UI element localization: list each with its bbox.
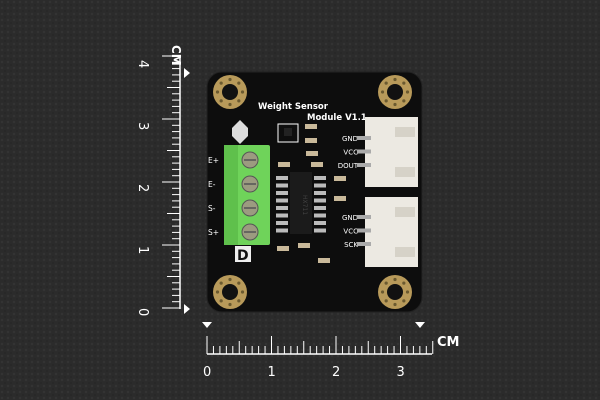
smd-pad (276, 183, 288, 188)
connector-pin (357, 136, 371, 140)
smd-pad (276, 213, 288, 218)
connector-pin (357, 149, 371, 154)
horizontal-ruler-label: 2 (332, 365, 340, 380)
smd-component (306, 151, 318, 156)
vertical-ruler-label: 1 (135, 246, 150, 254)
smd-component (305, 138, 317, 143)
smd-pad (314, 206, 326, 210)
transistor-outline (277, 123, 299, 143)
smd-component (278, 162, 290, 167)
smd-component (298, 243, 310, 248)
vertical-ruler-label: 0 (135, 308, 150, 316)
smd-component (334, 176, 346, 181)
terminal-label: E+ (208, 156, 219, 165)
vertical-ruler-marker-top (184, 68, 190, 78)
horizontal-ruler-unit: CM (437, 335, 459, 350)
vertical-ruler-label: 3 (135, 122, 150, 130)
terminal-label: S- (208, 204, 216, 213)
smd-pad (276, 198, 288, 203)
connector-pin-label: VCC (343, 228, 358, 236)
connector-pin (357, 228, 371, 233)
smd-pad (276, 228, 288, 233)
connector-pin-label: SCK (344, 241, 358, 249)
smd-pad (276, 176, 288, 180)
smd-component (305, 124, 317, 129)
horizontal-ruler: CM 0 1 2 3 (202, 322, 459, 380)
chip-text: HX711 (301, 195, 308, 215)
hx711-chip (290, 172, 312, 234)
logo-icon (232, 120, 248, 144)
smd-pad (276, 221, 288, 225)
marker-label: D (237, 248, 249, 264)
connector-pin-label: GND (342, 214, 358, 222)
smd-pad (314, 221, 326, 225)
smd-component (334, 196, 346, 201)
marker-box (235, 246, 251, 262)
weight-sensor-board: Weight Sensor Module V1.1 E+ E- S- S+ D HX7… (206, 71, 423, 313)
vertical-ruler-marker-bottom (184, 304, 190, 314)
smd-pad (314, 183, 326, 188)
smd-component (318, 258, 330, 263)
smd-pad (314, 191, 326, 195)
connector-pin (357, 215, 371, 219)
board-title-line2: Module V1.1 (307, 113, 367, 123)
smd-pad (314, 176, 326, 180)
horizontal-ruler-label: 1 (268, 365, 276, 380)
connector-pin (357, 163, 371, 167)
connector-pin (357, 242, 371, 246)
horizontal-ruler-marker-right (415, 322, 425, 328)
smd-component (277, 246, 289, 251)
connector-pin-label: VCC (343, 149, 358, 157)
horizontal-ruler-label: 3 (397, 365, 405, 380)
smd-pad (314, 228, 326, 233)
smd-pad (314, 198, 326, 203)
board-title-line1: Weight Sensor (258, 102, 329, 112)
smd-pad (314, 213, 326, 218)
connector-pin-label: GND (342, 135, 358, 143)
terminal-label: S+ (208, 228, 219, 237)
vertical-ruler-label: 2 (135, 184, 150, 192)
smd-component (311, 162, 323, 167)
horizontal-ruler-marker-left (202, 322, 212, 328)
transistor (284, 128, 292, 136)
smd-pad (276, 206, 288, 210)
horizontal-ruler-label: 0 (203, 365, 211, 380)
smd-pad (276, 191, 288, 195)
terminal-label: E- (208, 180, 216, 189)
connector-pin-label: DOUT (338, 162, 359, 170)
vertical-ruler-label: 4 (135, 60, 150, 68)
